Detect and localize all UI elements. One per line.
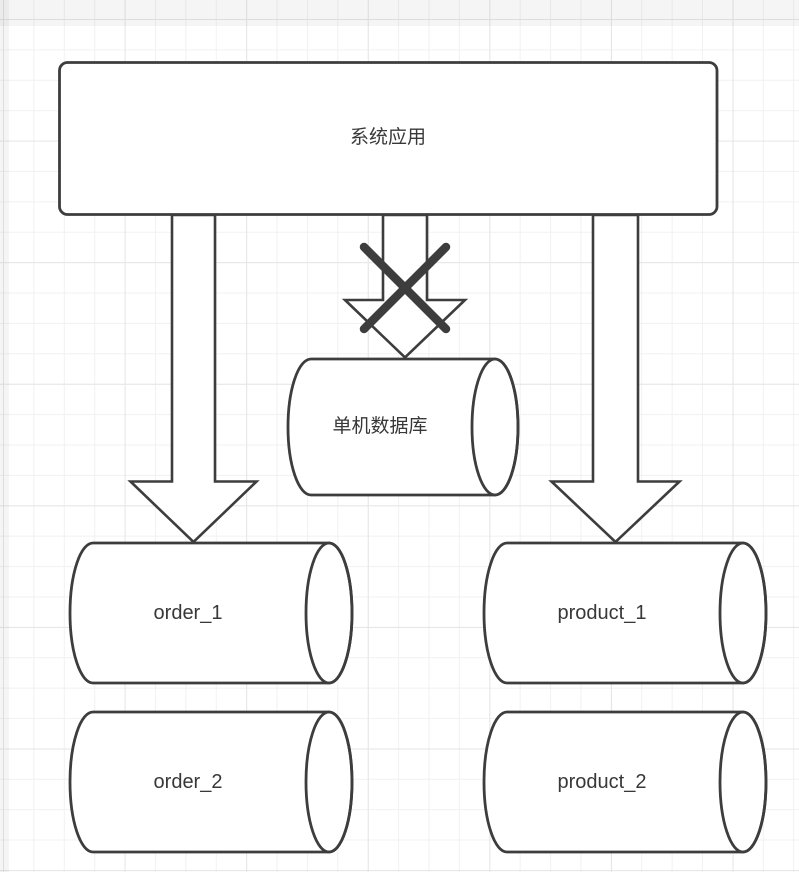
- x-mark-icon[interactable]: [359, 242, 451, 334]
- app-box[interactable]: [58, 61, 719, 216]
- db-product-1-cylinder[interactable]: [482, 541, 768, 685]
- db-order-1-cylinder[interactable]: [68, 541, 354, 685]
- arrow-app-to-product[interactable]: [548, 213, 683, 544]
- db-order-2-cylinder[interactable]: [68, 710, 354, 854]
- db-standalone-cylinder[interactable]: [286, 357, 520, 497]
- arrow-app-to-order[interactable]: [127, 213, 260, 544]
- db-product-2-cylinder[interactable]: [482, 710, 768, 854]
